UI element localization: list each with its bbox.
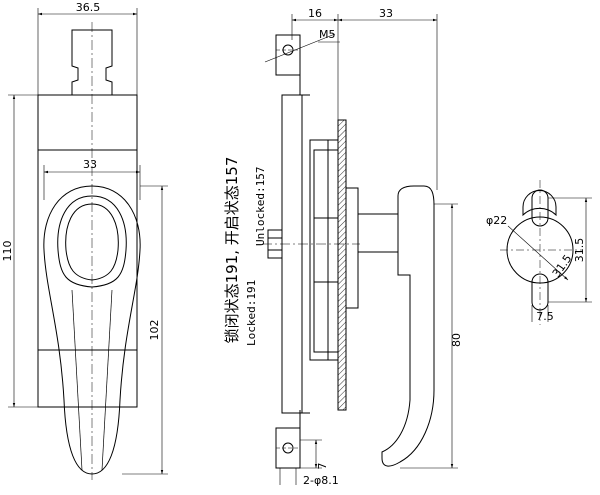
unlocked-label: Unlocked:157 [254,167,267,246]
cutout-offset-label: 31.5 [550,252,575,280]
thread-label: M5 [319,28,336,41]
cutout-diameter-label: φ22 [486,214,507,227]
cutout-height-label: 31.5 [573,238,586,263]
side-width-right-label: 33 [379,7,393,20]
cutout-slot-width-label: 7.5 [536,310,554,323]
front-height-handle-label: 102 [148,320,161,341]
side-width-left-label: 16 [308,7,322,20]
front-view [8,8,168,480]
hole-spacing-label: 2-φ8.1 [303,474,339,487]
side-height-handle-label: 80 [450,333,463,347]
front-height-total-label: 110 [1,241,14,262]
locked-label: Locked:191 [245,280,258,346]
small-offset-label: 7 [316,463,329,470]
state-label-cn: 锁闭状态191, 开启状态157 [223,157,241,344]
front-width-handle-label: 33 [83,158,97,171]
side-view [262,14,458,485]
cutout-view [500,180,592,325]
front-width-top-label: 36.5 [76,1,101,14]
